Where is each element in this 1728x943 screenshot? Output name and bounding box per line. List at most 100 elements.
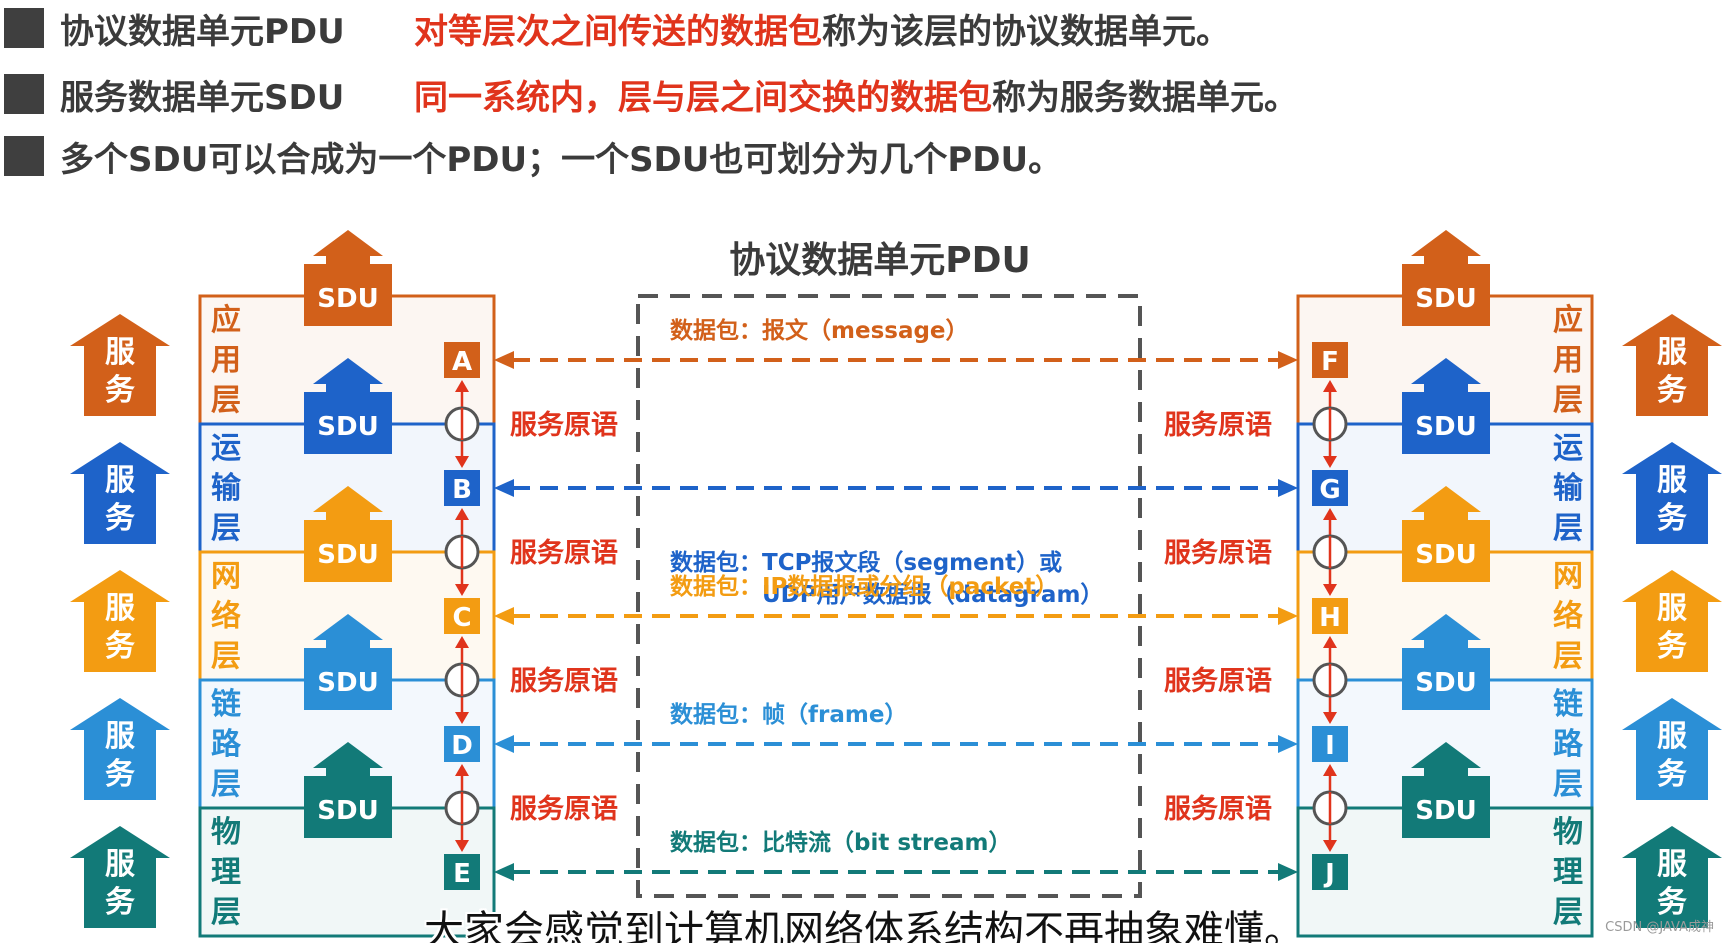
left-service-arrow-icon xyxy=(70,314,170,416)
left-service-arrow-label: 服 xyxy=(105,335,136,370)
right-sdu-arrow-head-icon xyxy=(1411,742,1481,776)
right-sdu-arrow-label: SDU xyxy=(1415,412,1476,442)
left-service-arrow-label: 服 xyxy=(105,463,136,498)
left-service-primitive-label: 服务原语 xyxy=(510,666,618,697)
left-sdu-arrow-label: SDU xyxy=(317,668,378,698)
right-service-arrow-label: 务 xyxy=(1657,373,1687,408)
bullet-text: 称为服务数据单元。 xyxy=(992,77,1298,118)
left-access-point-label: C xyxy=(452,603,471,633)
right-primitive-arrowhead-down-icon xyxy=(1323,712,1337,724)
bullet-square-icon xyxy=(4,136,44,176)
right-service-arrow-icon xyxy=(1622,442,1722,544)
left-layer-name-char: 应 xyxy=(211,303,241,338)
left-layer-name-char: 网 xyxy=(211,559,241,594)
right-sdu-arrow-head-icon xyxy=(1411,230,1481,264)
left-primitive-arrowhead-up-icon xyxy=(455,764,469,776)
right-layer-name-char: 用 xyxy=(1553,343,1583,378)
left-service-primitive-label: 服务原语 xyxy=(510,410,618,441)
right-service-primitive-label: 服务原语 xyxy=(1164,794,1272,825)
right-layer-name-char: 层 xyxy=(1553,383,1583,418)
right-sdu-arrow-body xyxy=(1402,264,1490,326)
right-service-arrow-label: 服 xyxy=(1657,847,1688,882)
right-access-point-label: G xyxy=(1319,475,1340,505)
left-sdu-arrow-head-icon xyxy=(313,230,383,264)
bullet-square-icon xyxy=(4,74,44,114)
left-access-point-box xyxy=(444,470,480,506)
right-layer-name-char: 路 xyxy=(1553,727,1584,762)
left-service-arrow-label: 务 xyxy=(105,629,135,664)
right-service-arrow-label: 务 xyxy=(1657,629,1687,664)
right-layer-name-char: 层 xyxy=(1553,511,1583,546)
right-service-arrow-label: 服 xyxy=(1657,591,1688,626)
left-primitive-arrowhead-down-icon xyxy=(455,456,469,468)
pdu-arrowhead-left-icon xyxy=(494,479,514,497)
right-primitive-arrowhead-up-icon xyxy=(1323,380,1337,392)
right-primitive-arrowhead-up-icon xyxy=(1323,764,1337,776)
right-layer-name-char: 链 xyxy=(1553,687,1583,722)
right-sdu-arrow-body xyxy=(1402,392,1490,454)
right-service-arrow-label: 服 xyxy=(1657,719,1688,754)
left-primitive-arrowhead-up-icon xyxy=(455,380,469,392)
bullet-sdu: 服务数据单元SDU 同一系统内，层与层之间交换的数据包 称为服务数据单元。 xyxy=(4,68,1298,120)
pdu-arrowhead-right-icon xyxy=(1278,351,1298,369)
right-service-arrow-label: 务 xyxy=(1657,501,1687,536)
packet-label: 数据包：比特流（bit stream） xyxy=(670,829,1011,856)
bullet-relation: 多个SDU可以合成为一个PDU；一个SDU也可划分为几个PDU。 xyxy=(4,130,1062,182)
right-access-point-label: I xyxy=(1325,731,1335,761)
left-layer-name-char: 层 xyxy=(211,639,241,674)
right-sdu-arrow-body xyxy=(1402,520,1490,582)
left-service-arrow-label: 务 xyxy=(105,501,135,536)
right-access-point-box xyxy=(1312,854,1348,890)
right-service-primitive-label: 服务原语 xyxy=(1164,666,1272,697)
left-layer-name-char: 理 xyxy=(211,855,241,890)
right-service-arrow-label: 服 xyxy=(1657,335,1688,370)
left-layer-name-char: 输 xyxy=(211,471,242,506)
left-service-arrow-icon xyxy=(70,570,170,672)
bullet-highlight: 同一系统内，层与层之间交换的数据包 xyxy=(414,77,992,118)
left-service-arrow-icon xyxy=(70,826,170,928)
left-service-primitive-label: 服务原语 xyxy=(510,794,618,825)
left-access-point-label: E xyxy=(453,859,471,889)
left-sdu-arrow-body xyxy=(304,776,392,838)
right-primitive-arrowhead-up-icon xyxy=(1323,508,1337,520)
right-access-point-label: H xyxy=(1319,603,1341,633)
left-layer-name-char: 运 xyxy=(211,431,241,466)
left-sdu-arrow-label: SDU xyxy=(317,540,378,570)
right-layer-name-char: 物 xyxy=(1553,815,1583,850)
left-service-arrow-icon xyxy=(70,698,170,800)
right-primitive-arrowhead-down-icon xyxy=(1323,456,1337,468)
right-layer-name-char: 应 xyxy=(1553,303,1583,338)
left-service-primitive-label: 服务原语 xyxy=(510,538,618,569)
left-primitive-arrowhead-up-icon xyxy=(455,636,469,648)
left-layer-name-char: 层 xyxy=(211,895,241,930)
bullet-term: 服务数据单元SDU xyxy=(60,77,345,118)
left-service-arrow-label: 务 xyxy=(105,885,135,920)
pdu-arrowhead-left-icon xyxy=(494,607,514,625)
pdu-dashed-box xyxy=(636,294,1142,898)
right-service-arrow-label: 务 xyxy=(1657,885,1687,920)
left-layer-name-char: 路 xyxy=(211,727,242,762)
packet-label: 数据包：IP数据报或分组（packet） xyxy=(670,573,1058,600)
right-layer-name-char: 层 xyxy=(1553,639,1583,674)
right-access-point-box xyxy=(1312,342,1348,378)
packet-label: 数据包：TCP报文段（segment）或 xyxy=(670,549,1062,576)
right-layer-name-char: 络 xyxy=(1553,599,1583,634)
packet-label: 数据包：报文（message） xyxy=(670,317,969,344)
right-access-point-label: J xyxy=(1323,859,1335,889)
pdu-title: 协议数据单元PDU xyxy=(729,240,1031,281)
packet-label: UDP用户数据报（datagram） xyxy=(762,581,1103,608)
left-layer-name-char: 物 xyxy=(211,815,241,850)
right-primitive-arrowhead-down-icon xyxy=(1323,584,1337,596)
right-layer-name-char: 运 xyxy=(1553,431,1583,466)
bullet-highlight: 对等层次之间传送的数据包 xyxy=(414,11,822,52)
right-service-arrow-icon xyxy=(1622,570,1722,672)
left-service-arrow-label: 服 xyxy=(105,847,136,882)
left-layer-name-char: 链 xyxy=(211,687,241,722)
left-access-point-label: B xyxy=(452,475,472,505)
pdu-arrowhead-left-icon xyxy=(494,351,514,369)
right-layer-name-char: 层 xyxy=(1553,767,1583,802)
left-sdu-arrow-head-icon xyxy=(313,358,383,392)
right-primitive-arrowhead-down-icon xyxy=(1323,840,1337,852)
left-service-arrow-label: 务 xyxy=(105,757,135,792)
right-sdu-arrow-label: SDU xyxy=(1415,284,1476,314)
